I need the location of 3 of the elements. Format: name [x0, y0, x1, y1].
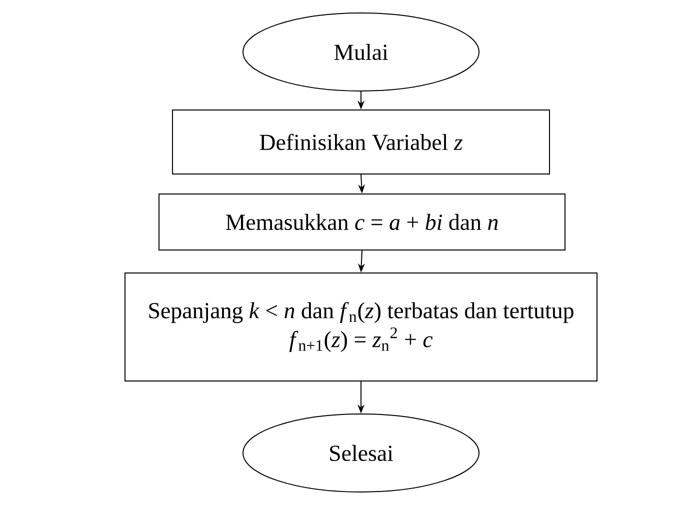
process-box: Sepanjang k < n dan f$_{n}$(z) terbatas dan tertutup f$_{n+1}$(z) = z$_{n}$$^{2}$ + c [124, 272, 598, 382]
process-box: Memasukkan c = a + bi dan n [158, 194, 566, 250]
process-box: Definisikan Variabel z [172, 110, 550, 174]
